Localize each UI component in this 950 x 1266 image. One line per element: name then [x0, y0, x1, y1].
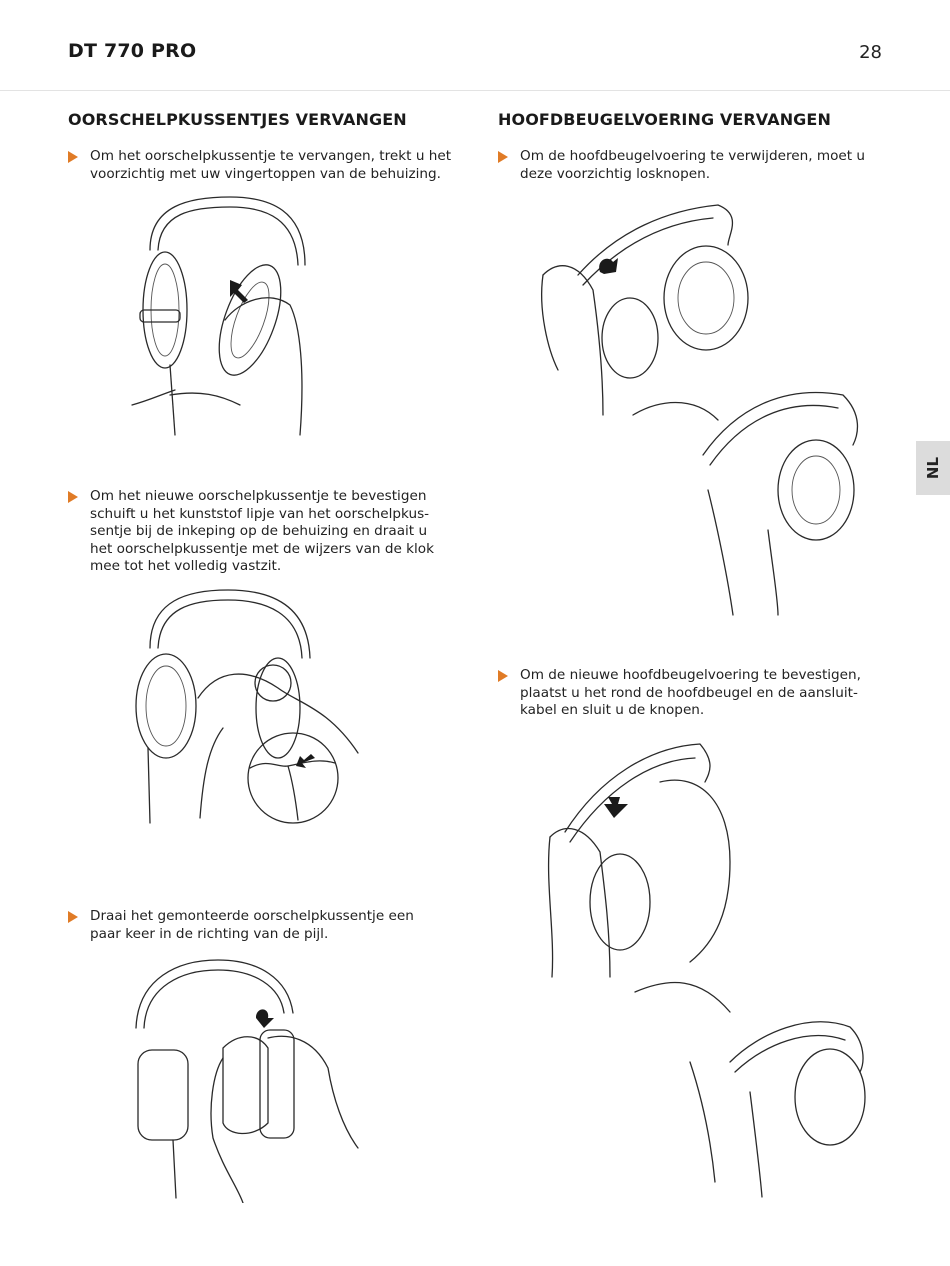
step-remove-earpad: Om het oorschelpkussentje te vervangen, … — [68, 148, 468, 188]
header-divider — [0, 90, 950, 91]
step-text: Om het nieuwe oorschelpkussentje te beve… — [90, 488, 434, 575]
section-title-headband: HOOFDBEUGELVOERING VERVANGEN — [498, 110, 831, 129]
step-remove-headband-pad: Om de hoofdbeugelvoering te verwijderen,… — [498, 148, 898, 188]
step-attach-headband-pad: Om de nieuwe hoofdbeugelvoering te beves… — [498, 667, 898, 725]
illustration-attach-earpad — [128, 588, 363, 828]
step-text: Draai het gemonteerde oorschelpkussentje… — [90, 908, 414, 942]
step-text: Om de hoofdbeugelvoering te verwijderen,… — [520, 148, 866, 182]
step-attach-earpad: Om het nieuwe oorschelpkussentje te beve… — [68, 488, 468, 580]
bullet-arrow-icon — [68, 151, 78, 163]
step-text: Om het oorschelpkussentje te vervangen, … — [90, 148, 452, 182]
page-number: 28 — [859, 42, 882, 63]
bullet-arrow-icon — [68, 491, 78, 503]
step-text: Om de nieuwe hoofdbeugelvoering te beves… — [520, 667, 861, 719]
bullet-arrow-icon — [68, 911, 78, 923]
language-tab: NL — [916, 441, 950, 495]
illustration-attach-headband-pad — [540, 742, 870, 1202]
illustration-remove-earpad — [130, 195, 330, 440]
illustration-rotate-earpad — [128, 958, 363, 1204]
language-tab-label: NL — [924, 456, 942, 480]
bullet-arrow-icon — [498, 670, 508, 682]
step-rotate-earpad: Draai het gemonteerde oorschelpkussentje… — [68, 908, 468, 948]
document-title: DT 770 PRO — [68, 40, 197, 62]
illustration-remove-headband-pad — [538, 200, 873, 620]
section-title-earpads: OORSCHELPKUSSENTJES VERVANGEN — [68, 110, 407, 129]
bullet-arrow-icon — [498, 151, 508, 163]
